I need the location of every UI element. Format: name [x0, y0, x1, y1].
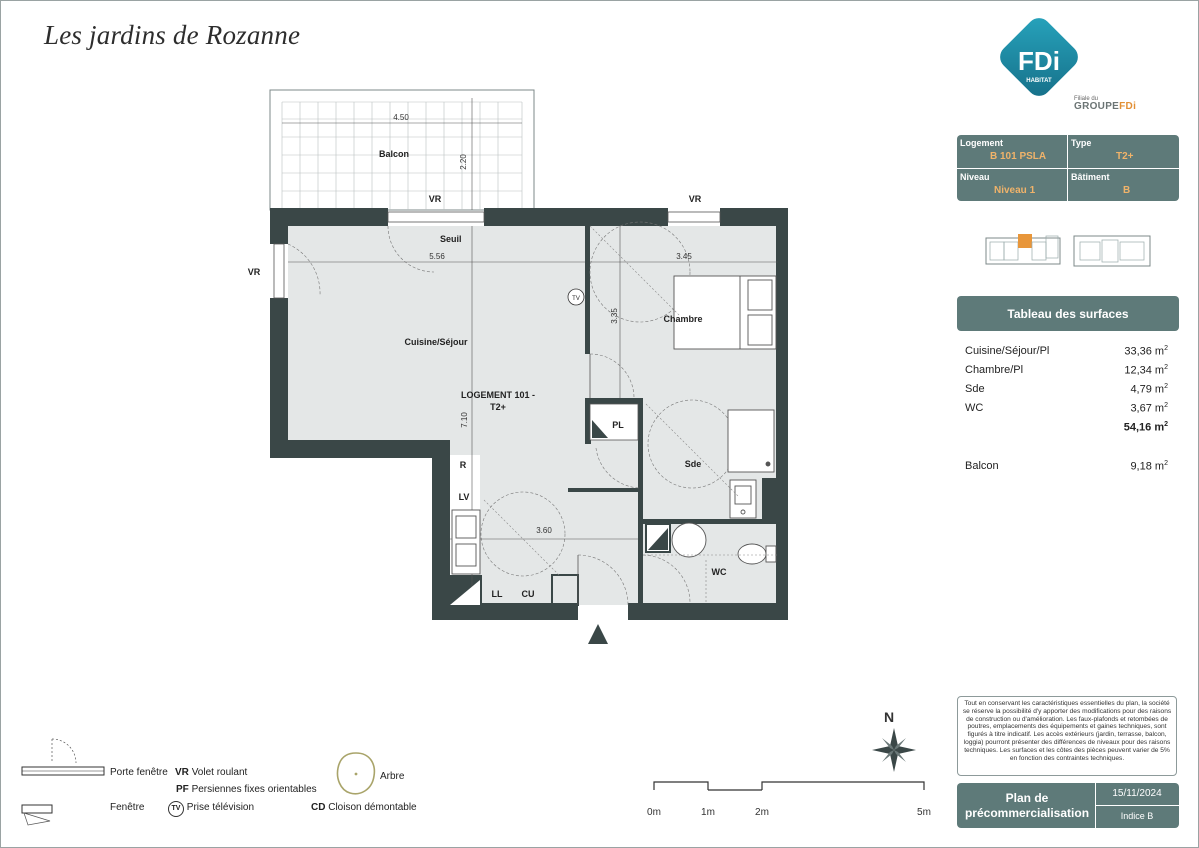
scale-tick: 0m: [647, 807, 661, 818]
scale-tick: 5m: [917, 807, 931, 818]
label-vr: VR: [429, 194, 442, 204]
legend-pf: PF Persiennes fixes orientables: [176, 784, 317, 795]
dim-chambre-h: 3.35: [610, 308, 619, 324]
label-tv: TV: [572, 296, 580, 302]
label-r: R: [460, 460, 467, 470]
dim-chambre-w: 3.45: [676, 252, 692, 261]
washbasin: [729, 479, 757, 519]
building-location-map: [985, 234, 1061, 265]
plan-indice: Indice B: [1120, 811, 1154, 821]
logo-text: FDi: [1018, 46, 1060, 76]
tv-socket: [567, 288, 585, 306]
dim-balcon-h: 2.20: [459, 154, 468, 170]
legend-symbols: [21, 738, 105, 826]
legend-cd: CD Cloison démontable: [311, 802, 417, 813]
logement-cell: Logement B 101 PSLA: [960, 138, 1047, 162]
water-heater: [671, 522, 707, 558]
project-title: Les jardins de Rozanne: [44, 20, 301, 50]
room-wc: WC: [712, 567, 727, 577]
legend-fenetre: Fenêtre: [110, 802, 145, 813]
apartment-floor: [288, 226, 778, 605]
type-cell: Type T2+: [1071, 138, 1134, 162]
floor-plan: Balcon Seuil Cuisine/Séjour Chambre LOGE…: [248, 89, 788, 644]
dim-balcon-w: 4.50: [393, 113, 409, 122]
svg-text:N: N: [884, 709, 894, 725]
plan-date: 15/11/2024: [1112, 788, 1162, 799]
dim-sejour-h: 7.10: [460, 412, 469, 428]
compass-icon: N: [872, 709, 916, 772]
bed: [673, 275, 777, 350]
room-sde: Sde: [685, 459, 702, 469]
legend-tv: TV Prise télévision: [168, 801, 254, 817]
label-vr: VR: [248, 267, 261, 277]
room-seuil: Seuil: [440, 234, 462, 244]
info-box: Logement B 101 PSLA Type T2+ Niveau Nive…: [957, 135, 1179, 201]
tree-icon: [336, 752, 376, 795]
legend-arbre: Arbre: [380, 771, 405, 782]
balcony: [269, 89, 535, 211]
room-cuisine: Cuisine/Séjour: [404, 337, 468, 347]
plan-label: Plan de précommercialisation: [964, 791, 1090, 820]
kitchen-sink: [451, 509, 481, 575]
scale-tick: 1m: [701, 807, 715, 818]
dim-sejour-w: 5.56: [429, 252, 445, 261]
room-logement: LOGEMENT 101 -: [461, 390, 535, 400]
label-ll: LL: [492, 589, 503, 599]
footer-box: Plan de précommercialisation 15/11/2024 …: [957, 783, 1179, 828]
legend-vr: VR Volet roulant: [175, 767, 248, 778]
walls: [270, 208, 788, 620]
label-pl: PL: [612, 420, 624, 430]
niveau-cell: Niveau Niveau 1: [960, 172, 1036, 196]
room-chambre: Chambre: [663, 314, 702, 324]
fdi-logo: FDi HABITAT: [990, 18, 1095, 108]
logo-group: Filiale du GROUPEFDi: [1074, 96, 1137, 112]
label-cu: CU: [522, 589, 535, 599]
building-plan-map: [1073, 235, 1151, 267]
shower: [727, 409, 775, 473]
label-vr: VR: [689, 194, 702, 204]
surfaces-title: Tableau des surfaces: [957, 296, 1179, 331]
scale-bar: 0m 1m 2m 5m: [647, 781, 931, 818]
logo-subtext: HABITAT: [1026, 78, 1052, 84]
room-logement-type: T2+: [490, 402, 506, 412]
scale-tick: 2m: [755, 807, 769, 818]
tv-icon: TV: [168, 801, 184, 817]
label-lv: LV: [459, 492, 470, 502]
room-balcon: Balcon: [379, 149, 409, 159]
dim-bottom-w: 3.60: [536, 526, 552, 535]
legend-porte-fenetre: Porte fenêtre: [110, 767, 168, 778]
disclaimer: Tout en conservant les caractéristiques …: [957, 696, 1177, 776]
batiment-cell: Bâtiment B: [1071, 172, 1131, 196]
toilet: [737, 543, 777, 565]
entrance-arrow: [588, 624, 608, 644]
